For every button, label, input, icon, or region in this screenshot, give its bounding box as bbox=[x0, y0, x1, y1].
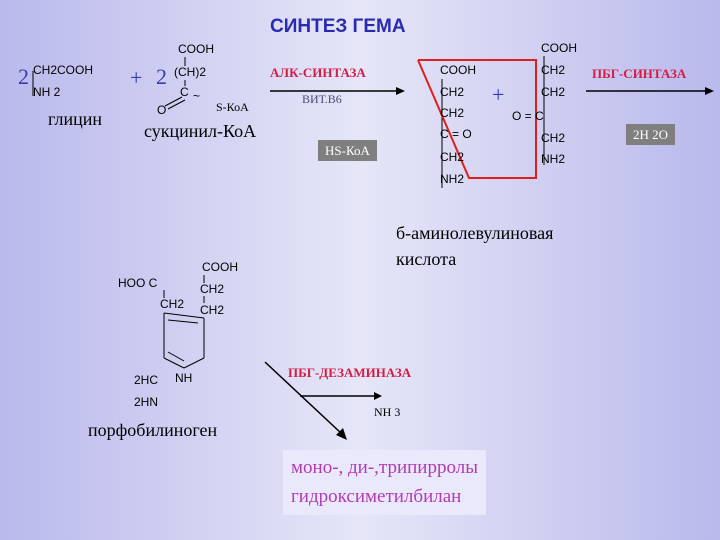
ala2-line-4: O = C bbox=[512, 109, 544, 123]
enzyme-pbg-deaminase: ПБГ-ДЕЗАМИНАЗА bbox=[288, 365, 412, 380]
succinyl-double-bond-a bbox=[164, 96, 183, 107]
succinyl-label: сукцинил-КоА bbox=[144, 121, 257, 141]
succinyl-cooh: COOH bbox=[178, 42, 214, 56]
plus-sign: + bbox=[130, 65, 143, 90]
pbg-ring-bottom-right bbox=[183, 357, 205, 369]
ala-plus-sign: + bbox=[492, 82, 505, 107]
pbg-ring-bottom-left bbox=[163, 357, 185, 369]
water-box: 2H 2O bbox=[626, 124, 676, 145]
ala1-line-6: NH2 bbox=[440, 172, 465, 186]
succinyl-ch2: (CH)2 bbox=[174, 65, 206, 79]
pbg-ring-top-double bbox=[167, 319, 199, 324]
pbg-label: порфобилиноген bbox=[88, 420, 218, 440]
thioester-tilde: ~ bbox=[193, 89, 201, 103]
condensation-highlight bbox=[417, 59, 537, 179]
pbg-ring-top bbox=[163, 312, 205, 319]
arrow-pbg-deaminase bbox=[264, 361, 343, 435]
succinyl-c: C bbox=[180, 85, 189, 99]
products-box: моно-, ди-,трипирролы гидроксиметилбилан bbox=[283, 450, 486, 515]
pbg-ch2-right-1: CH2 bbox=[200, 282, 225, 296]
page-title: СИНТЕЗ ГЕМА bbox=[270, 16, 406, 37]
succinyl-oxygen: O bbox=[157, 103, 167, 117]
ala2-line-3: CH2 bbox=[541, 85, 566, 99]
succinyl-double-bond-b bbox=[167, 99, 186, 110]
glycine-coefficient: 2 bbox=[18, 64, 29, 89]
nh3-release-head bbox=[374, 392, 382, 400]
ala1-line-5: CH2 bbox=[440, 150, 465, 164]
pbg-ring-inner-double bbox=[167, 351, 185, 362]
pbg-h2n: 2HN bbox=[134, 395, 159, 409]
arrow-pbg-synthase-head bbox=[705, 87, 714, 95]
pbg-nh: NH bbox=[175, 371, 193, 385]
succinyl-coefficient: 2 bbox=[156, 64, 167, 89]
ala1-line-3: CH2 bbox=[440, 106, 465, 120]
products-line-2: гидроксиметилбилан bbox=[291, 485, 462, 507]
enzyme-alas: АЛК-СИНТАЗА bbox=[270, 65, 366, 80]
cofactor-label: ВИТ.В6 bbox=[302, 92, 342, 106]
pbg-ch2-left: CH2 bbox=[160, 297, 185, 311]
glycine-formula-top: CH2COOH bbox=[33, 63, 94, 77]
ala2-line-2: CH2 bbox=[541, 63, 566, 77]
pbg-h2c: 2HC bbox=[134, 373, 159, 387]
ala-name-line-2: кислота bbox=[396, 249, 457, 269]
ala-name-line-1: б-аминолевулиновая bbox=[396, 223, 554, 243]
pbg-ch2-right-2: CH2 bbox=[200, 303, 225, 317]
arrow-pbg-deaminase-head bbox=[336, 428, 347, 440]
ala1-line-2: CH2 bbox=[440, 85, 465, 99]
ala2-line-6: NH2 bbox=[541, 152, 566, 166]
glycine-formula-bottom: NH 2 bbox=[33, 85, 61, 99]
pbg-cooh: COOH bbox=[202, 260, 238, 274]
ammonia-label: NH 3 bbox=[374, 405, 401, 419]
enzyme-pbg-synthase: ПБГ-СИНТАЗА bbox=[592, 66, 687, 81]
ala1-line-4: C = O bbox=[440, 127, 472, 141]
pbg-hooc: HOO C bbox=[118, 276, 158, 290]
ala2-line-1: COOH bbox=[541, 41, 577, 55]
glycine-label: глицин bbox=[48, 109, 102, 129]
arrow-alas-head bbox=[396, 87, 405, 95]
hskoa-box: HS-КоА bbox=[318, 140, 377, 161]
ala1-line-1: COOH bbox=[440, 63, 476, 77]
ala2-line-5: CH2 bbox=[541, 131, 566, 145]
succinyl-skoa: S-КоА bbox=[216, 100, 249, 114]
products-line-1: моно-, ди-,трипирролы bbox=[291, 457, 478, 478]
